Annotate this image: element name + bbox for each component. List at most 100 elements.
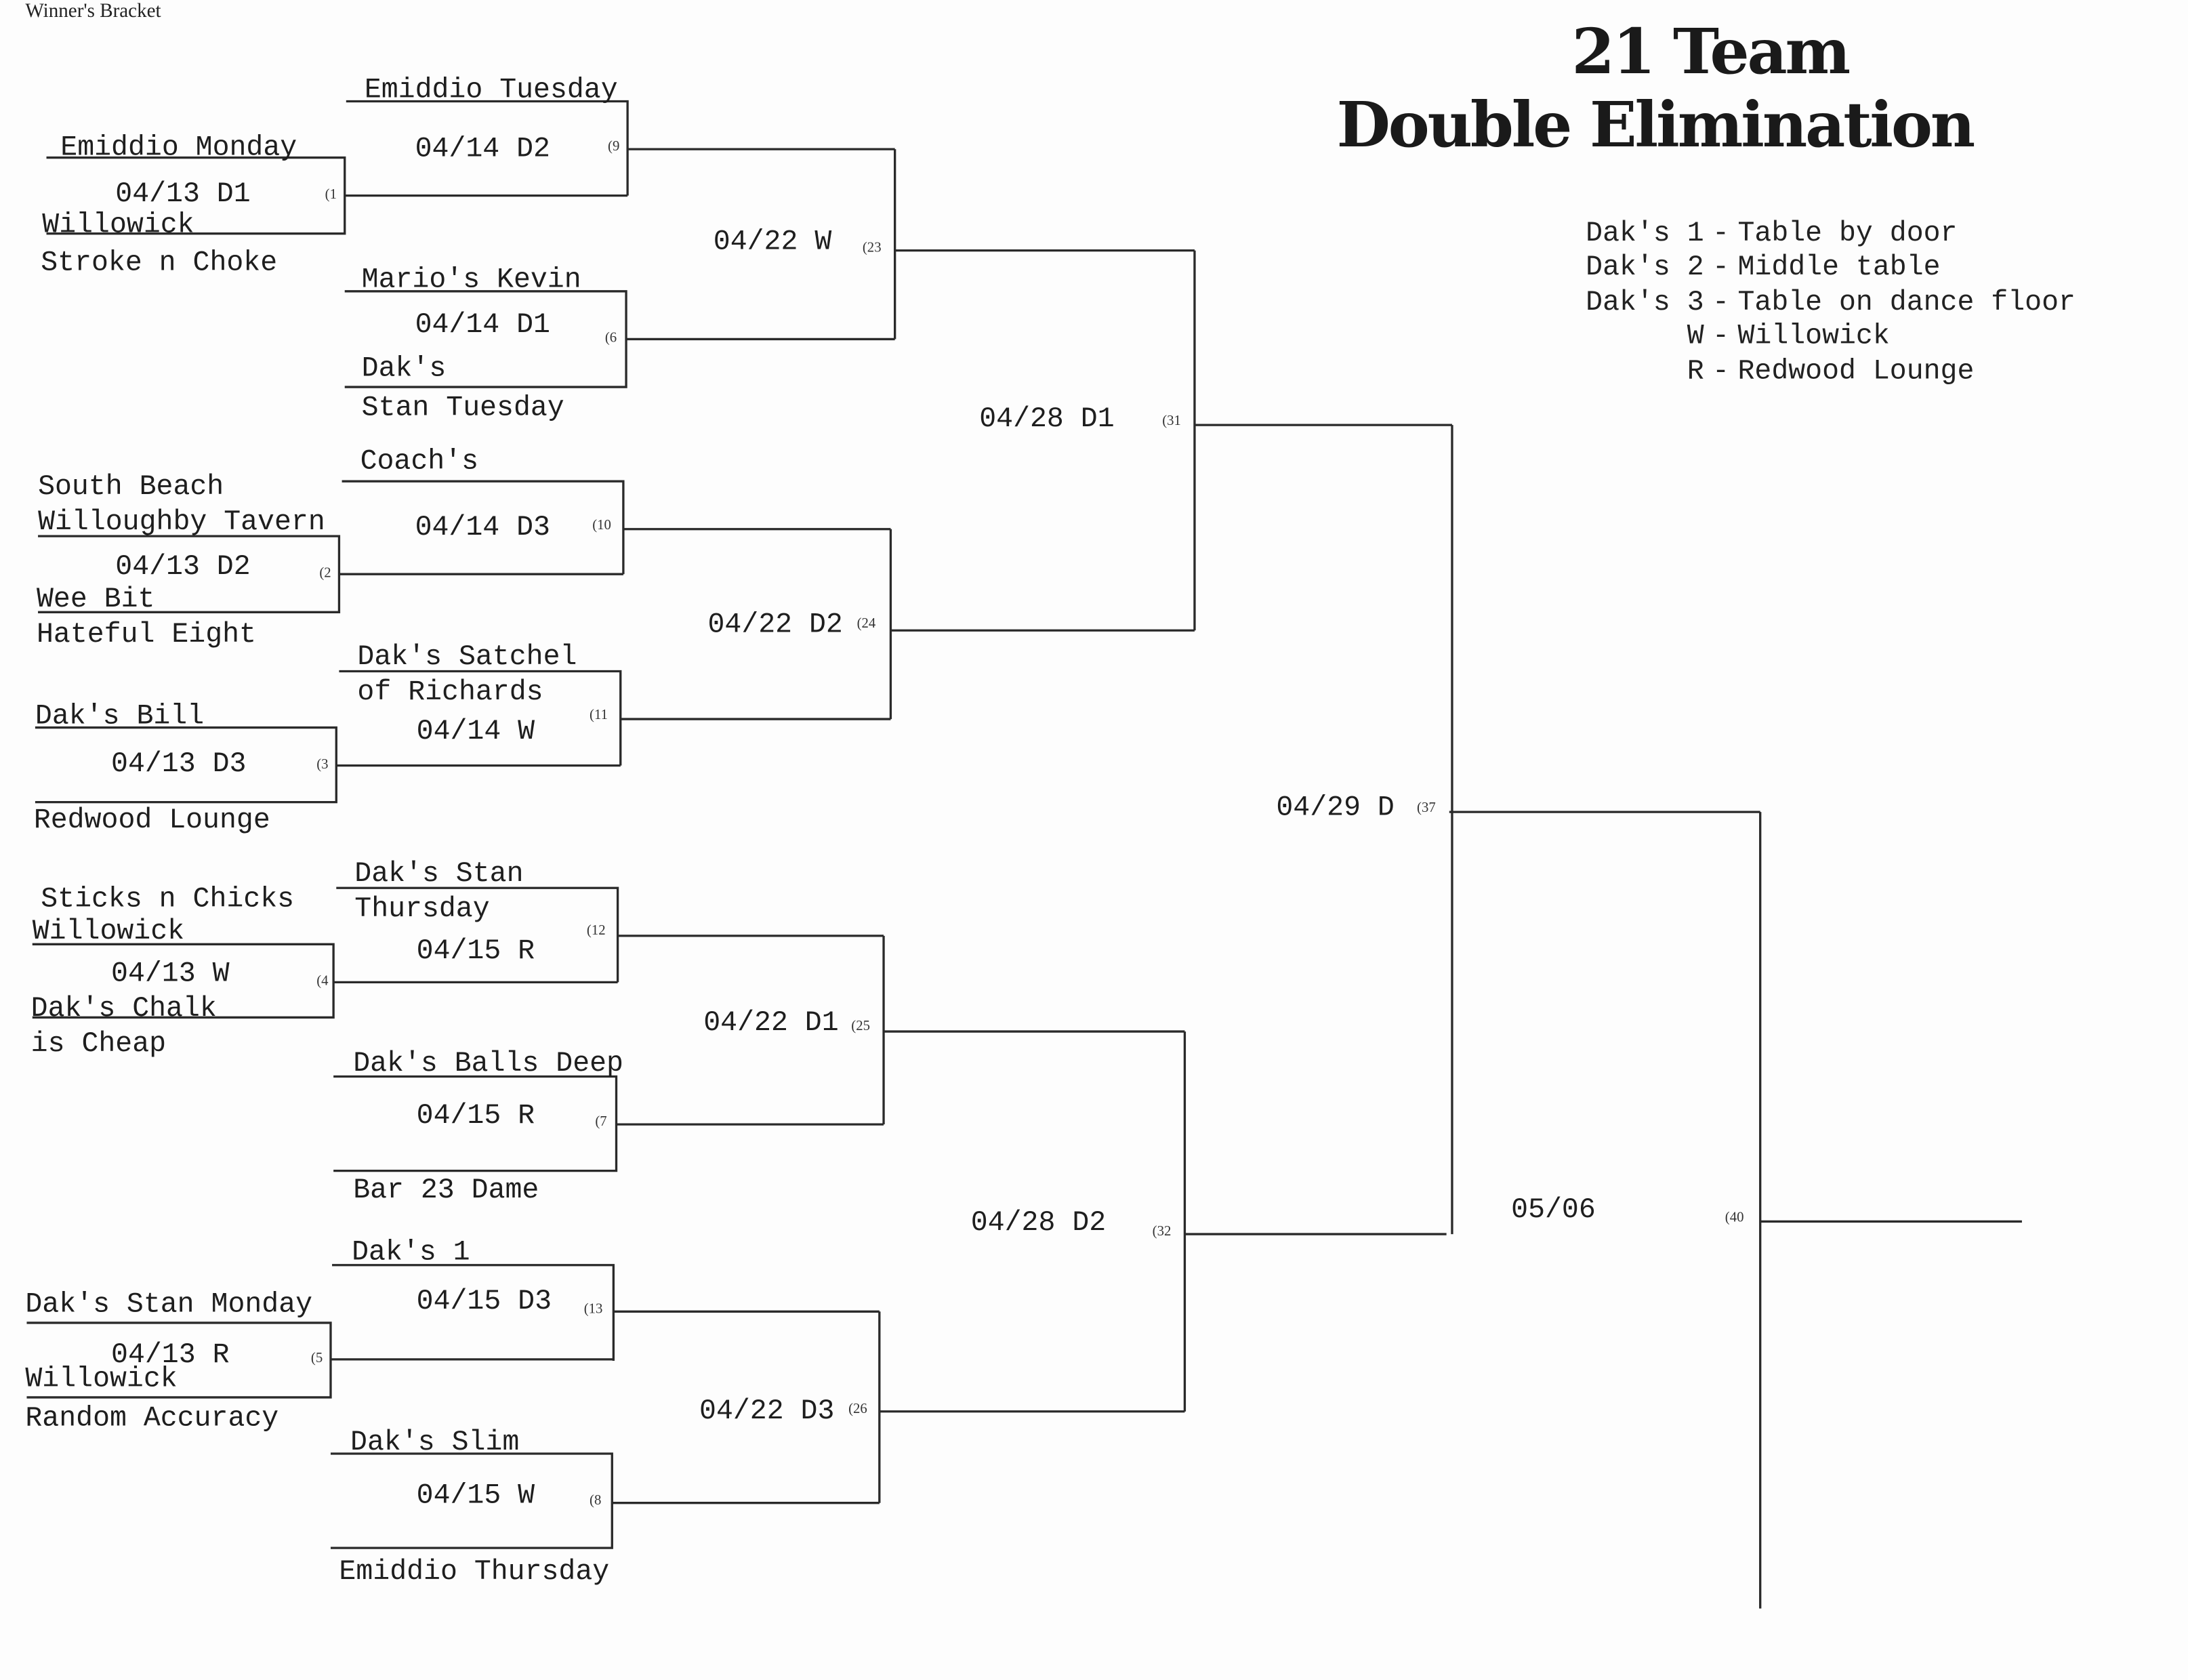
team-name: Dak's Bill (35, 701, 205, 733)
match-13-bracket (332, 1264, 880, 1361)
match-date: 04/14 W (416, 716, 535, 749)
legend-key: Dak's 1 (1586, 218, 1704, 251)
team-name: Random Accuracy (25, 1403, 279, 1436)
match-date: 04/15 R (416, 1100, 535, 1133)
match-37-bracket (1449, 425, 1760, 1235)
match-date: 04/28 D2 (970, 1207, 1107, 1240)
match-number: (12 (586, 923, 606, 939)
team-name: Emiddio Tuesday (364, 75, 618, 107)
match-number: (7 (595, 1114, 607, 1130)
match-4-bracket (32, 943, 618, 1019)
match-number: (5 (310, 1351, 323, 1367)
legend-desc: Willowick (1737, 321, 1890, 354)
match-date: 04/22 D2 (707, 609, 843, 642)
title-line-2: Double Elimination (1336, 89, 1976, 162)
match-date: 04/13 R (111, 1339, 230, 1372)
match-date: 04/13 W (111, 958, 230, 991)
match-number: (26 (848, 1401, 867, 1418)
match-40-bracket (1759, 812, 2022, 1609)
match-31-bracket (1193, 250, 1452, 631)
match-24-bracket (889, 529, 1195, 720)
team-name: Willowick (32, 916, 185, 949)
legend-key: R (1687, 356, 1704, 389)
match-number: (4 (316, 973, 329, 989)
match-number: (10 (592, 518, 611, 533)
match-date: 04/13 D2 (115, 551, 251, 584)
legend-key: W (1687, 321, 1704, 354)
team-name: Dak's Stan (354, 858, 524, 891)
match-7-bracket (333, 1075, 884, 1172)
team-name: Dak's Stan Monday (25, 1289, 313, 1322)
match-10-bracket (342, 480, 891, 575)
team-name: Emiddio Thursday (339, 1556, 610, 1589)
match-26-bracket (878, 1311, 1185, 1503)
match-date: 04/29 D (1276, 792, 1395, 825)
title-line-1: 21 Team (1571, 16, 1851, 89)
match-number: (32 (1152, 1224, 1172, 1240)
legend-item: R-Redwood Lounge (1583, 356, 1975, 389)
match-number: (37 (1417, 800, 1436, 817)
team-name: Wee Bit (36, 583, 155, 617)
team-name: Coach's (360, 446, 479, 479)
team-name: Mario's Kevin (361, 264, 581, 298)
team-name: Stroke n Choke (41, 247, 278, 281)
match-3-bracket (35, 726, 621, 804)
team-name: Emiddio Monday (60, 132, 297, 165)
legend-key: Dak's 2 (1586, 251, 1704, 285)
team-name: Dak's (361, 353, 447, 386)
team-name: Dak's Slim (350, 1427, 520, 1460)
match-date: 04/13 D3 (111, 748, 247, 781)
match-date: 04/14 D2 (415, 134, 550, 167)
match-date: 04/13 D1 (115, 178, 251, 211)
legend-item: Dak's 3-Table on dance floor (1583, 287, 2076, 320)
match-6-bracket (344, 290, 895, 388)
match-25-bracket (882, 935, 1185, 1125)
match-date: 04/28 D1 (979, 403, 1115, 436)
match-date: 04/15 W (416, 1480, 535, 1513)
legend-sep: - (1712, 356, 1730, 389)
team-name: Dak's Balls Deep (353, 1048, 623, 1081)
match-number: (25 (851, 1019, 870, 1035)
team-name: Bar 23 Dame (353, 1174, 539, 1208)
match-number: (1 (325, 187, 337, 203)
legend-item: W-Willowick (1583, 321, 1890, 354)
team-name: of Richards (357, 676, 543, 710)
match-number: (2 (319, 565, 331, 581)
match-number: (3 (316, 757, 329, 773)
team-name: Stan Tuesday (361, 392, 564, 426)
match-11-bracket (339, 670, 891, 766)
team-name: Willowick (25, 1364, 178, 1396)
team-name: Thursday (354, 893, 490, 926)
match-9-bracket (346, 100, 895, 196)
match-1-bracket (46, 156, 628, 235)
team-name: Dak's 1 (352, 1237, 470, 1270)
legend-desc: Middle table (1737, 251, 1941, 285)
legend-sep: - (1712, 287, 1730, 320)
match-12-bracket (336, 886, 884, 983)
match-number: (11 (590, 708, 608, 724)
match-number: (8 (590, 1493, 602, 1509)
legend-key: Dak's 3 (1586, 287, 1704, 320)
legend-sep: - (1712, 218, 1730, 251)
match-date: 04/22 D1 (703, 1007, 839, 1040)
legend-item: Dak's 2-Middle table (1583, 251, 1941, 285)
match-number: (24 (856, 616, 876, 632)
legend-desc: Redwood Lounge (1737, 356, 1975, 389)
match-date: 04/22 W (713, 226, 832, 260)
legend-sep: - (1712, 321, 1730, 354)
match-32-bracket (1183, 1031, 1447, 1412)
match-number: (31 (1162, 413, 1181, 430)
match-5-bracket (26, 1322, 614, 1399)
match-date: 04/15 D3 (416, 1286, 552, 1319)
team-name: Willowick (42, 209, 194, 243)
team-name: Willoughby Tavern (38, 506, 325, 539)
legend-desc: Table by door (1737, 218, 1958, 251)
team-name: Dak's Chalk (30, 993, 217, 1026)
match-date: 05/06 (1511, 1194, 1596, 1227)
match-number: (40 (1725, 1210, 1744, 1226)
bracket-label: Winner's Bracket (25, 1, 161, 23)
match-23-bracket (893, 149, 1195, 340)
team-name: Hateful Eight (36, 619, 256, 652)
team-name: South Beach (38, 471, 224, 504)
